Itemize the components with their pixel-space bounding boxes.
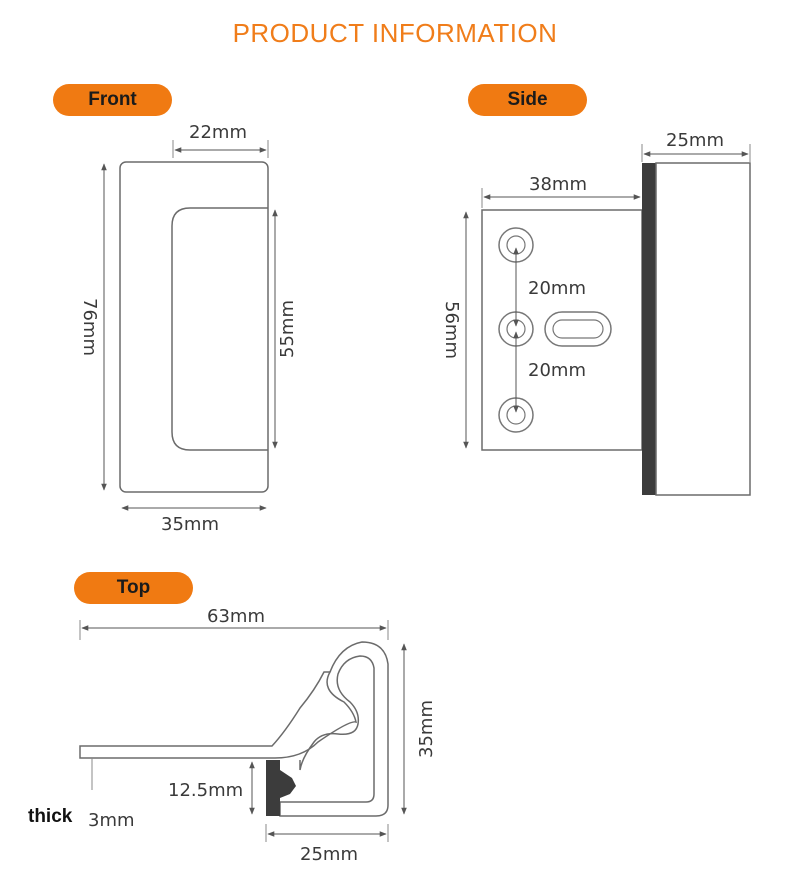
side-plate-width-label: 25mm — [666, 130, 724, 151]
thickness-caption: thick — [28, 806, 73, 827]
side-bracket — [481, 209, 643, 451]
side-spacing-lower-label: 20mm — [528, 360, 586, 381]
side-view-badge: Side — [468, 84, 587, 116]
top-view-badge: Top — [74, 572, 193, 604]
top-thickness-label: 3mm — [88, 810, 135, 831]
front-height-label: 76mm — [79, 298, 100, 356]
front-inner-height-label: 55mm — [277, 300, 298, 358]
top-profile-outline — [79, 671, 357, 759]
top-body-outline — [279, 641, 389, 817]
front-view-badge: Front — [53, 84, 172, 116]
top-rubber-strip — [266, 760, 280, 816]
side-bracket-width-label: 38mm — [529, 174, 587, 195]
side-rubber-strip — [642, 163, 656, 495]
side-view: 20mm 20mm 25mm 38mm 56mm — [441, 130, 751, 496]
side-height-label: 56mm — [441, 301, 462, 359]
top-view: 63mm 35mm 12.5mm 3mm 25mm — [79, 606, 437, 865]
front-top-width-label: 22mm — [189, 122, 247, 143]
front-view: 22mm 76mm 55mm 35mm — [79, 122, 298, 535]
page-title: PRODUCT INFORMATION — [232, 18, 558, 48]
front-inner-recess — [171, 207, 268, 451]
front-bottom-width-label: 35mm — [161, 514, 219, 535]
top-offset-label: 12.5mm — [168, 780, 243, 801]
top-screw-head — [280, 770, 296, 798]
top-depth-label: 35mm — [416, 700, 437, 758]
side-back-plate — [655, 162, 751, 496]
front-outer-plate — [119, 161, 269, 493]
side-spacing-upper-label: 20mm — [528, 278, 586, 299]
slot-hole — [544, 311, 612, 347]
top-length-label: 63mm — [207, 606, 265, 627]
top-base-width-label: 25mm — [300, 844, 358, 865]
